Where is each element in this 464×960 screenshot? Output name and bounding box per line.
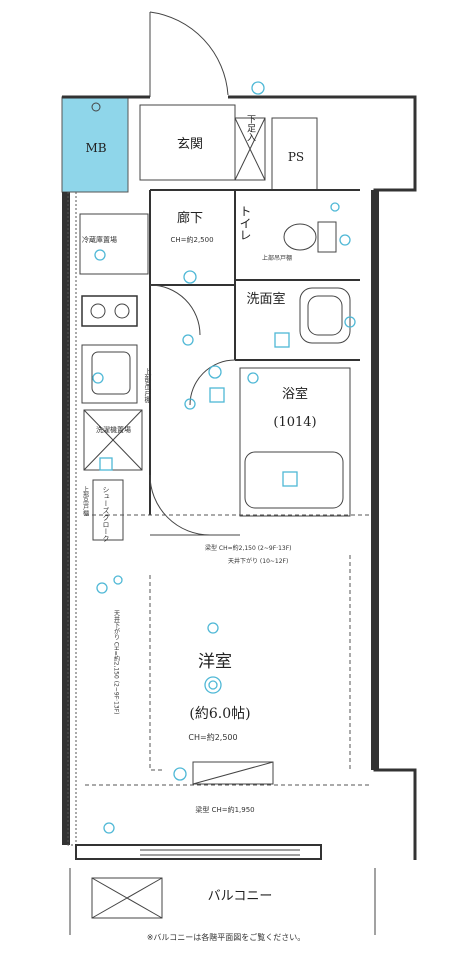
yoshitsu-ch-label: CH=約2,500 (188, 732, 237, 742)
bari-side-label: 天井下がり CH=約2,150 (2~9F·13F) (113, 610, 120, 715)
bathroom-room (239, 367, 351, 517)
reizoko-label: 冷蔵庫置場 (82, 235, 117, 244)
window-sash (75, 844, 322, 860)
kitchen-note-label: 上部吊戸棚 (144, 367, 152, 404)
closet-note-label: 上部吊戸棚 (82, 485, 89, 517)
shoe-closet (92, 479, 124, 541)
mb-area (61, 96, 129, 193)
wash-basin (299, 287, 351, 344)
geta-box (234, 117, 266, 181)
bari-bottom-label: 梁型 CH=約1,950 (195, 805, 254, 814)
bari-top-label: 梁型 CH=約2,150 (2~9F·13F) (205, 544, 292, 552)
fridge-area (79, 213, 149, 275)
roka-label: 廊下 (177, 210, 203, 226)
yokushitsu-label: 浴室 (282, 386, 308, 402)
genkan-label: 玄関 (177, 137, 203, 152)
toilet-label: トイレ (238, 205, 252, 241)
bari-top2-label: 天井下がり (10~12F) (228, 557, 288, 565)
room-door-swing (149, 474, 211, 536)
sentakuki-label: 洗濯機置場 (96, 425, 131, 434)
washer-area (83, 409, 143, 471)
balcony-unit (91, 877, 163, 919)
stove (81, 295, 138, 327)
toilet-note-label: 上部吊戸棚 (262, 254, 292, 262)
aircon (192, 761, 274, 785)
roka-ch-label: CH=約2,500 (170, 235, 213, 244)
meter-icon (91, 102, 101, 112)
balcony-label: バルコニー (208, 889, 273, 904)
ps-label: PS (288, 150, 304, 164)
balcony-note: ※バルコニーは各階平面図をご覧ください。 (147, 932, 306, 942)
yokushitsu-size-label: (1014) (273, 415, 316, 430)
ceiling-light-icon (204, 676, 222, 694)
kitchen-sink (81, 344, 138, 404)
senmen-label: 洗面室 (246, 291, 285, 307)
toilet-bowl (283, 223, 317, 251)
geta-label: 下足入 (245, 115, 256, 142)
entry-door-swing (149, 11, 229, 96)
mb-label: MB (85, 141, 106, 155)
doorbell-icon (251, 81, 265, 95)
closet-label: シューズクローク (102, 486, 110, 542)
yoshitsu-size-label: (約6.0帖) (189, 706, 250, 722)
outer-wall-right (228, 95, 417, 860)
yoshitsu-label: 洋室 (198, 652, 232, 672)
bathtub (244, 451, 344, 509)
